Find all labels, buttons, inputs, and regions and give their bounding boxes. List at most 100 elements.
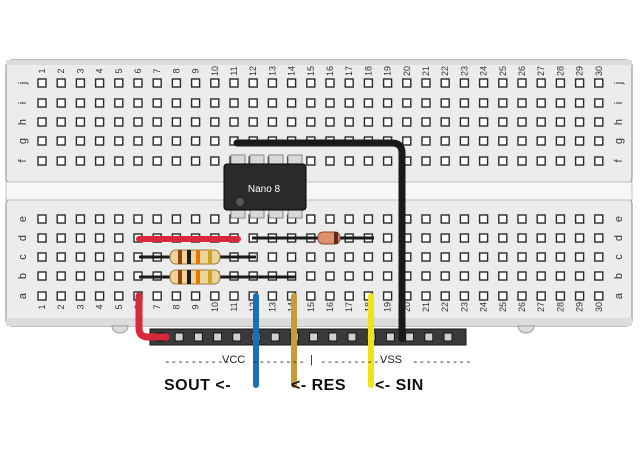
column-number: 8 [171,304,181,309]
column-number: 20 [402,302,412,312]
breadboard-hole [190,78,201,88]
breadboard-hole [171,156,182,166]
breadboard-hole [37,252,47,262]
breadboard-hole [382,291,393,301]
breadboard-hole [536,252,546,262]
breadboard-hole [171,136,182,146]
breadboard-hole [325,78,335,88]
breadboard-hole [555,117,566,127]
breadboard-hole [248,117,258,127]
row-letter: h [613,119,625,125]
breadboard-hole [517,252,527,262]
breadboard-hole [229,78,239,88]
breadboard-hole [382,252,393,262]
breadboard-hole [286,252,297,262]
separator-label: | [310,354,313,366]
breadboard-hole [114,291,124,301]
dash-right: --------- [412,355,472,368]
top-edge [6,60,632,65]
breadboard-hole [37,78,47,88]
breadboard-hole [459,156,470,166]
mounting-foot-right [517,325,535,334]
breadboard-hole [382,233,393,243]
breadboard-hole [37,98,47,108]
breadboard-hole [114,78,124,88]
breadboard-hole [440,156,450,166]
breadboard-hole [363,252,374,262]
breadboard-hole [574,78,585,88]
breadboard-hole [75,156,86,166]
breadboard-hole [459,78,470,88]
breadboard-hole [152,156,162,166]
dash-mid-right: ---------- [320,355,387,368]
row-letter: e [613,216,625,222]
breadboard-hole [114,271,124,281]
breadboard-hole [56,117,66,127]
breadboard-hole [536,156,546,166]
breadboard-hole [498,233,508,243]
breadboard-hole [344,214,354,224]
column-number: 7 [152,68,162,73]
column-number: 1 [37,304,47,309]
breadboard-hole [190,98,201,108]
breadboard-hole [133,156,143,166]
breadboard-hole [94,117,105,127]
row-letter: a [613,292,625,299]
row-letter: j [613,82,625,85]
breadboard-hole [267,291,278,301]
column-number: 19 [383,66,393,76]
breadboard-hole [555,156,566,166]
nano8-chip: Nano 8 [223,154,307,219]
breadboard-hole [440,78,450,88]
breadboard-hole [229,117,239,127]
breadboard-hole [478,156,489,166]
breadboard-hole [536,117,546,127]
breadboard-hole [94,252,105,262]
breadboard-hole [267,252,278,262]
breadboard-hole [498,271,508,281]
row-letter: d [17,235,29,241]
breadboard-hole [440,271,450,281]
breadboard-hole [75,233,86,243]
dash-left: ---------- [164,355,231,368]
breadboard-hole [56,136,66,146]
breadboard-hole [574,98,585,108]
breadboard-hole [594,252,604,262]
breadboard-hole [421,214,431,224]
row-letter: f [613,159,625,163]
header-pin [328,332,338,342]
breadboard-hole [478,78,489,88]
breadboard-hole [37,136,47,146]
column-number: 15 [306,66,316,76]
breadboard-hole [114,136,124,146]
breadboard-hole [190,136,201,146]
column-number: 22 [440,302,450,312]
breadboard-hole [594,156,604,166]
breadboard-hole [402,98,412,108]
breadboard-hole [286,98,297,108]
row-letter: i [613,102,625,104]
breadboard-hole [152,98,162,108]
sin-label: <- SIN [375,377,424,394]
breadboard-hole [171,98,182,108]
breadboard-hole [498,78,508,88]
breadboard-hole [133,214,143,224]
breadboard-hole [152,117,162,127]
breadboard-hole [478,233,489,243]
breadboard-hole [517,271,527,281]
breadboard-hole [75,291,86,301]
column-number: 2 [56,68,66,73]
header-pin [424,332,434,342]
breadboard-hole [498,98,508,108]
breadboard-hole [267,98,278,108]
breadboard-hole [75,271,86,281]
breadboard-hole [363,98,374,108]
breadboard-hole [152,291,162,301]
breadboard-hole [402,117,412,127]
breadboard-hole [382,117,393,127]
breadboard-hole [114,156,124,166]
breadboard-hole [114,214,124,224]
breadboard-hole [75,214,86,224]
breadboard-hole [574,252,585,262]
breadboard-hole [306,271,316,281]
